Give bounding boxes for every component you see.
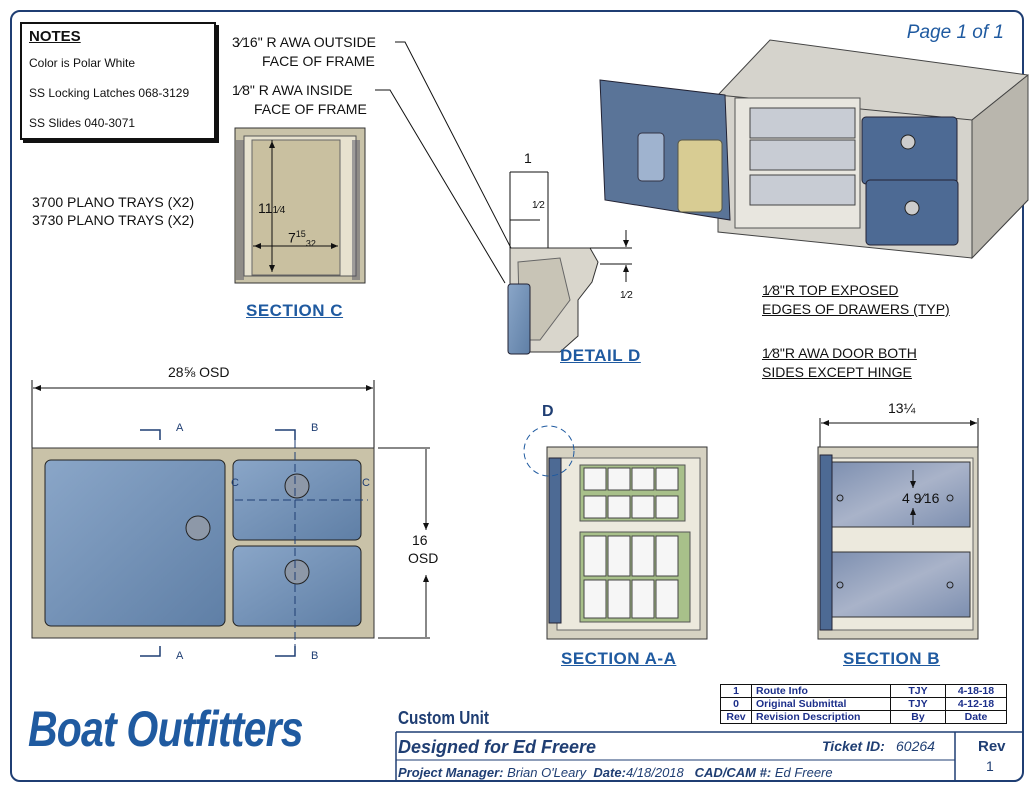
dim-section-c-width: 71532	[288, 229, 316, 249]
marker-c: C	[231, 477, 239, 489]
marker-b: B	[311, 422, 319, 434]
revision-table: 1 Route Info TJY 4-18-18 0 Original Subm…	[720, 684, 1007, 724]
section-aa-view	[523, 425, 708, 640]
callout-drawer-edges: 1⁄8"R TOP EXPOSED	[762, 282, 899, 298]
dim-front-height: 16	[412, 532, 428, 548]
rev-value: 1	[986, 758, 994, 774]
section-c-title: SECTION C	[246, 301, 344, 320]
notes-box: NOTES Color is Polar White SS Locking La…	[20, 22, 216, 140]
marker-b: B	[311, 650, 319, 662]
unit-title: Custom Unit	[398, 708, 489, 728]
note-line: SS Locking Latches 068-3129	[29, 86, 190, 100]
leader-line	[375, 89, 506, 284]
callout-outside-radius-2: FACE OF FRAME	[262, 53, 375, 69]
dim-detail-one: 1	[524, 150, 532, 166]
trays-label: 3730 PLANO TRAYS (X2)	[32, 212, 195, 228]
callout-inside-radius-2: FACE OF FRAME	[254, 101, 367, 117]
designed-for: Designed for Ed Freere	[398, 737, 597, 757]
company-logo: Boat Outfitters	[28, 701, 304, 757]
callout-door-radius-2: SIDES EXCEPT HINGE	[762, 364, 912, 380]
section-b-view	[817, 418, 979, 640]
section-c-view	[234, 127, 366, 284]
trays-label: 3700 PLANO TRAYS (X2)	[32, 194, 195, 210]
drawing-border	[10, 10, 1024, 782]
callout-drawer-edges-2: EDGES OF DRAWERS (TYP)	[762, 301, 950, 317]
marker-a: A	[176, 422, 184, 434]
dim-front-height-unit: OSD	[408, 550, 439, 566]
dim-detail-half: 1⁄2	[532, 200, 545, 211]
dim-detail-half: 1⁄2	[620, 290, 633, 301]
marker-a: A	[176, 650, 184, 662]
marker-d: D	[542, 403, 554, 420]
note-line: Color is Polar White	[29, 56, 136, 70]
notes-title: NOTES	[29, 28, 81, 45]
callout-outside-radius: 3⁄16" R AWA OUTSIDE	[232, 34, 376, 50]
rev-label: Rev	[978, 738, 1006, 755]
ticket-label: Ticket ID:	[822, 738, 885, 754]
ticket-id: 60264	[896, 738, 935, 754]
detail-d-view	[507, 171, 632, 355]
page-label: Page 1 of 1	[906, 22, 1004, 43]
leader-line	[395, 41, 513, 251]
table-header-row: Rev Revision Description By Date	[720, 710, 1007, 724]
dim-front-width: 28⅝ OSD	[168, 364, 230, 380]
callout-inside-radius: 1⁄8" R AWA INSIDE	[232, 82, 353, 98]
section-b-title: SECTION B	[843, 649, 941, 668]
note-line: SS Slides 040-3071	[29, 116, 136, 130]
table-row: 0 Original Submittal TJY 4-12-18	[720, 697, 1007, 711]
section-aa-title: SECTION A-A	[561, 649, 677, 668]
detail-d-title: DETAIL D	[560, 346, 641, 365]
callout-door-radius: 1⁄8"R AWA DOOR BOTH	[762, 345, 917, 361]
isometric-view	[599, 39, 1029, 260]
dim-drawer-height: 4 9⁄16	[902, 490, 940, 506]
dim-side-depth: 13¼	[888, 400, 916, 416]
front-view	[31, 380, 430, 657]
project-info-line: Project Manager: Brian O'Leary Date:4/18…	[398, 765, 833, 780]
table-row: 1 Route Info TJY 4-18-18	[720, 684, 1007, 698]
marker-c: C	[362, 477, 370, 489]
dim-section-c-height: 111⁄4	[258, 200, 286, 216]
